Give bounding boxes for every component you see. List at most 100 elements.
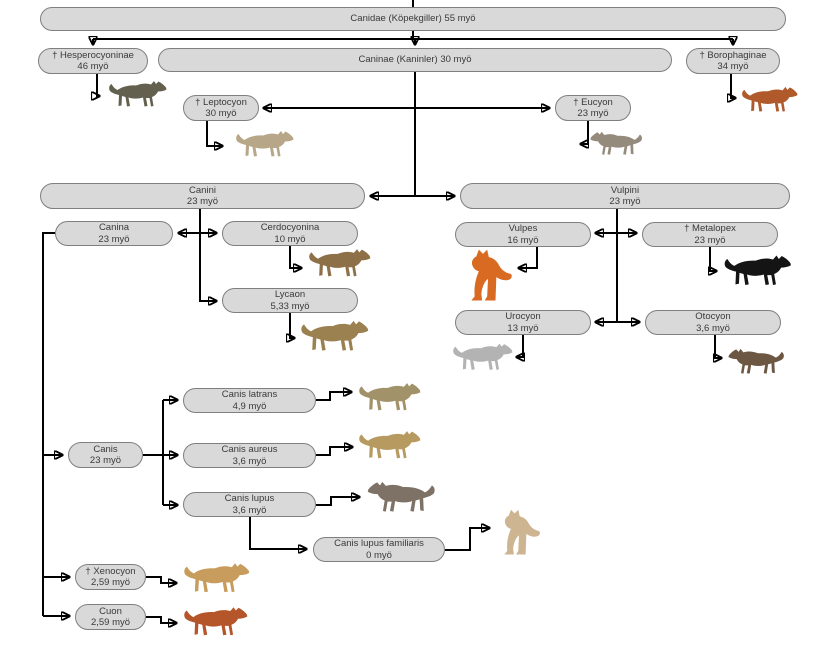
node-cuon: Cuon 2,59 myö bbox=[75, 604, 146, 630]
node-label: Canis latrans bbox=[221, 389, 278, 400]
node-label: Vulpini bbox=[610, 184, 640, 196]
node-age: 4,9 myö bbox=[232, 400, 267, 412]
node-age: 23 myö bbox=[694, 234, 726, 246]
node-label: † Eucyon bbox=[573, 96, 613, 108]
node-urocyon: Urocyon 13 myö bbox=[455, 310, 591, 335]
connector-cerdocyonina-animal bbox=[289, 246, 301, 268]
node-age: 23 myö bbox=[609, 196, 641, 207]
node-label: Canis lupus familiaris bbox=[334, 538, 424, 549]
connector-otocyon-animal bbox=[715, 335, 721, 358]
node-vulpini: Vulpini 23 myö bbox=[460, 183, 790, 209]
connector-lycaon-animal bbox=[290, 313, 294, 338]
node-label: Canis bbox=[93, 443, 118, 455]
hesperocyon-animal-image bbox=[103, 78, 173, 110]
node-label: Vulpes bbox=[508, 223, 538, 234]
node-canidae: Canidae (Köpekgiller) 55 myö bbox=[40, 7, 786, 31]
node-label: Canina bbox=[98, 222, 130, 233]
connector-vulpes-animal bbox=[519, 247, 538, 268]
connector-canis-bracket bbox=[143, 400, 164, 505]
node-label: Cerdocyonina bbox=[260, 222, 320, 233]
red-fox-image bbox=[463, 248, 513, 303]
node-xenocyon: † Xenocyon 2,59 myö bbox=[75, 564, 146, 590]
node-age: 23 myö bbox=[186, 196, 219, 207]
coyote-image bbox=[358, 376, 422, 418]
node-age: 13 myö bbox=[507, 322, 539, 334]
gray-fox-image bbox=[452, 337, 514, 377]
golden-jackal-image bbox=[358, 426, 422, 464]
node-vulpes: Vulpes 16 myö bbox=[455, 222, 591, 247]
node-age: 30 myö bbox=[205, 108, 237, 119]
connector-eucyon-animal bbox=[581, 121, 589, 144]
connector-lupus-familiaris bbox=[249, 517, 306, 549]
connector-metalopex-animal bbox=[710, 247, 716, 271]
node-label: Canis aureus bbox=[221, 444, 278, 455]
metalopex-silhouette-image bbox=[722, 252, 794, 289]
node-canini: Canini 23 myö bbox=[40, 183, 365, 209]
connector-aureus-animal bbox=[316, 447, 352, 456]
node-label: Canis lupus bbox=[224, 493, 275, 504]
node-eucyon: † Eucyon 23 myö bbox=[555, 95, 631, 121]
node-age: 2,59 myö bbox=[90, 577, 131, 588]
node-canis-lupus-familiaris: Canis lupus familiaris 0 myö bbox=[313, 537, 445, 562]
connector-lupus-animal bbox=[316, 497, 359, 506]
node-label: † Borophaginae bbox=[699, 49, 767, 61]
node-otocyon: Otocyon 3,6 myö bbox=[645, 310, 781, 335]
cerdocyonina-fox-image bbox=[308, 245, 372, 281]
node-age: 46 myö bbox=[77, 61, 109, 72]
connector-borophagine-animal bbox=[731, 74, 735, 98]
african-wild-dog-image bbox=[300, 316, 370, 356]
node-age: 10 myö bbox=[274, 233, 306, 245]
node-borophaginae: † Borophaginae 34 myö bbox=[686, 48, 780, 74]
gray-wolf-image bbox=[366, 472, 436, 522]
node-age: 0 myö bbox=[366, 549, 392, 561]
node-canina: Canina 23 myö bbox=[55, 221, 173, 246]
borophagine-animal-image bbox=[741, 84, 799, 115]
eucyon-animal-image bbox=[589, 129, 643, 158]
node-label: Canini bbox=[189, 184, 216, 196]
node-canis-latrans: Canis latrans 4,9 myö bbox=[183, 388, 316, 413]
bat-eared-fox-image bbox=[727, 340, 785, 383]
node-age: 5,33 myö bbox=[270, 300, 310, 312]
node-label: † Xenocyon bbox=[85, 565, 136, 577]
xenocyon-animal-image bbox=[183, 559, 251, 597]
node-hesperocyoninae: † Hesperocyoninae 46 myö bbox=[38, 48, 148, 74]
node-label: † Hesperocyoninae bbox=[52, 49, 134, 61]
node-label: Caninae (Kaninler) 30 myö bbox=[358, 54, 472, 66]
dhole-image bbox=[183, 600, 249, 643]
node-age: 23 myö bbox=[577, 108, 609, 119]
node-leptocyon: † Leptocyon 30 myö bbox=[183, 95, 259, 121]
connector-xenocyon-animal bbox=[146, 576, 176, 583]
connector-canidae-bus bbox=[93, 31, 733, 40]
node-age: 34 myö bbox=[717, 61, 749, 72]
node-label: Otocyon bbox=[695, 311, 731, 322]
node-label: Lycaon bbox=[274, 289, 306, 300]
connector-hesperocyon-animal bbox=[97, 74, 99, 96]
node-caninae: Caninae (Kaninler) 30 myö bbox=[158, 48, 672, 72]
connector-latrans-animal bbox=[316, 392, 351, 401]
node-canis: Canis 23 myö bbox=[68, 442, 143, 468]
connector-familiaris-animal bbox=[445, 528, 489, 551]
connector-canini-trunk-lycaon bbox=[199, 209, 216, 301]
connector-leptocyon-animal bbox=[206, 121, 222, 146]
node-cerdocyonina: Cerdocyonina 10 myö bbox=[222, 221, 358, 246]
node-age: 23 myö bbox=[98, 233, 130, 245]
node-age: 23 myö bbox=[89, 455, 122, 466]
node-label: Cuon bbox=[99, 605, 122, 617]
node-canis-lupus: Canis lupus 3,6 myö bbox=[183, 492, 316, 517]
node-metalopex: † Metalopex 23 myö bbox=[642, 222, 778, 247]
domestic-dog-image bbox=[497, 509, 541, 556]
node-age: 3,6 myö bbox=[232, 455, 267, 467]
node-age: 16 myö bbox=[507, 234, 539, 246]
node-age: 3,6 myö bbox=[232, 504, 267, 516]
node-label: † Metalopex bbox=[684, 223, 736, 234]
node-age: 2,59 myö bbox=[90, 617, 131, 628]
node-label: Urocyon bbox=[505, 311, 541, 322]
leptocyon-animal-image bbox=[232, 128, 298, 160]
node-label: † Leptocyon bbox=[195, 96, 247, 108]
connector-urocyon-animal bbox=[517, 335, 523, 357]
node-label: Canidae (Köpekgiller) 55 myö bbox=[350, 13, 476, 25]
node-lycaon: Lycaon 5,33 myö bbox=[222, 288, 358, 313]
connector-canina-bracket bbox=[42, 232, 55, 616]
